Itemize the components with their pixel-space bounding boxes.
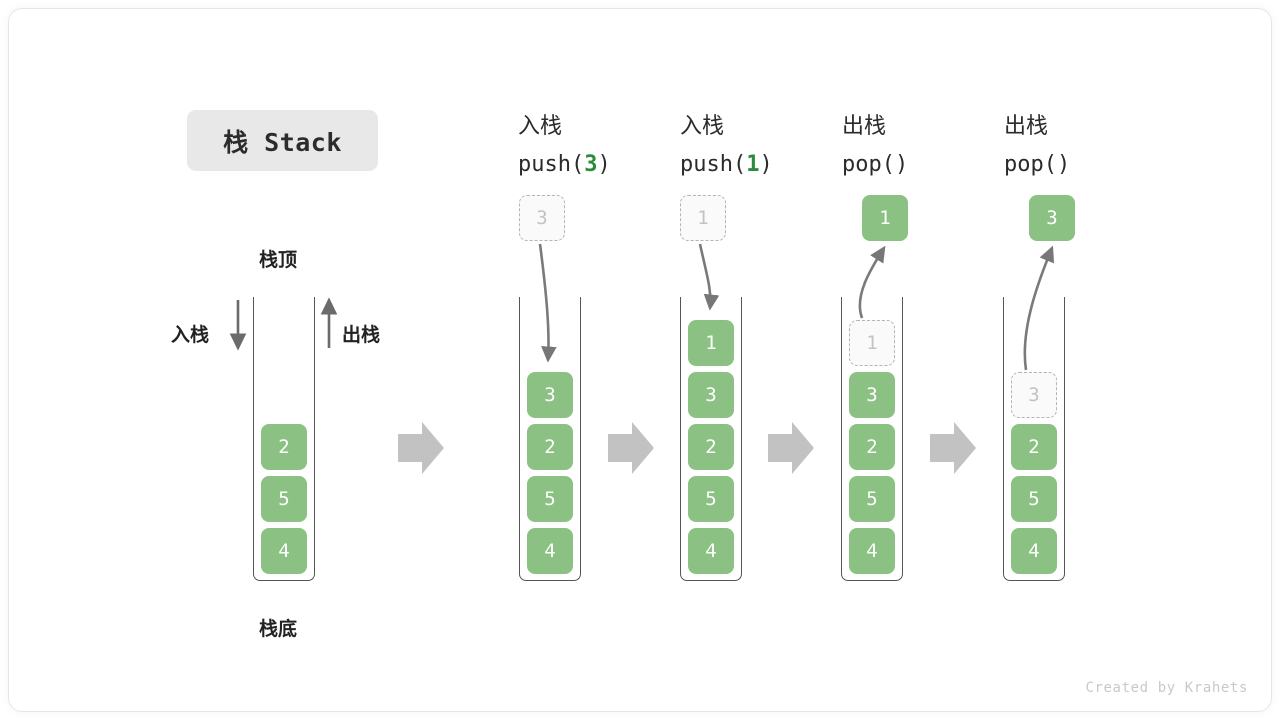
stack-cell-ghost: 3 bbox=[1011, 372, 1057, 418]
stack-cell: 3 bbox=[849, 372, 895, 418]
stack-cell: 2 bbox=[527, 424, 573, 470]
op-code-value: 1 bbox=[746, 152, 760, 177]
op-label-cn: 出栈 bbox=[1004, 113, 1049, 138]
op-code-suffix: ) bbox=[894, 152, 909, 177]
detached-popped-cell: 3 bbox=[1029, 195, 1075, 241]
watermark: Created by Krahets bbox=[1085, 680, 1248, 696]
op-code-value: 3 bbox=[584, 152, 598, 177]
op-code-suffix: ) bbox=[1056, 152, 1071, 177]
op-label-cn: 出栈 bbox=[842, 113, 887, 138]
stack-cell: 3 bbox=[527, 372, 573, 418]
stack-cell: 5 bbox=[261, 476, 307, 522]
stack-frame-pop1 bbox=[841, 297, 903, 581]
label-pop-side: 出栈 bbox=[342, 325, 381, 346]
label-stack-top: 栈顶 bbox=[259, 250, 298, 271]
label-push-side: 入栈 bbox=[171, 325, 210, 346]
stack-frame-push1 bbox=[680, 297, 742, 581]
stack-frame-push3 bbox=[519, 297, 581, 581]
op-code-prefix: pop( bbox=[842, 152, 895, 177]
stack-cell: 4 bbox=[527, 528, 573, 574]
stack-cell: 4 bbox=[1011, 528, 1057, 574]
stack-cell: 2 bbox=[261, 424, 307, 470]
op-label-cn: 入栈 bbox=[680, 113, 725, 138]
title-badge: 栈 Stack bbox=[187, 110, 378, 171]
op-code-suffix: ) bbox=[759, 152, 773, 177]
stack-cell: 5 bbox=[688, 476, 734, 522]
stack-frame-initial bbox=[253, 297, 315, 581]
stack-cell: 4 bbox=[849, 528, 895, 574]
stack-cell: 5 bbox=[849, 476, 895, 522]
stack-cell: 5 bbox=[1011, 476, 1057, 522]
stack-cell: 1 bbox=[688, 320, 734, 366]
stack-cell: 2 bbox=[1011, 424, 1057, 470]
stack-cell: 2 bbox=[849, 424, 895, 470]
stack-frame-pop3 bbox=[1003, 297, 1065, 581]
detached-ghost-cell: 1 bbox=[680, 195, 726, 241]
op-code-suffix: ) bbox=[597, 152, 611, 177]
stack-cell-ghost: 1 bbox=[849, 320, 895, 366]
op-label-cn: 入栈 bbox=[518, 113, 563, 138]
label-stack-bottom: 栈底 bbox=[259, 619, 298, 640]
op-code-prefix: push( bbox=[518, 152, 585, 177]
stack-cell: 4 bbox=[688, 528, 734, 574]
stack-cell: 4 bbox=[261, 528, 307, 574]
stack-cell: 5 bbox=[527, 476, 573, 522]
stack-cell: 2 bbox=[688, 424, 734, 470]
detached-popped-cell: 1 bbox=[862, 195, 908, 241]
detached-ghost-cell: 3 bbox=[519, 195, 565, 241]
stack-cell: 3 bbox=[688, 372, 734, 418]
op-code-prefix: push( bbox=[680, 152, 747, 177]
op-code-prefix: pop( bbox=[1004, 152, 1057, 177]
